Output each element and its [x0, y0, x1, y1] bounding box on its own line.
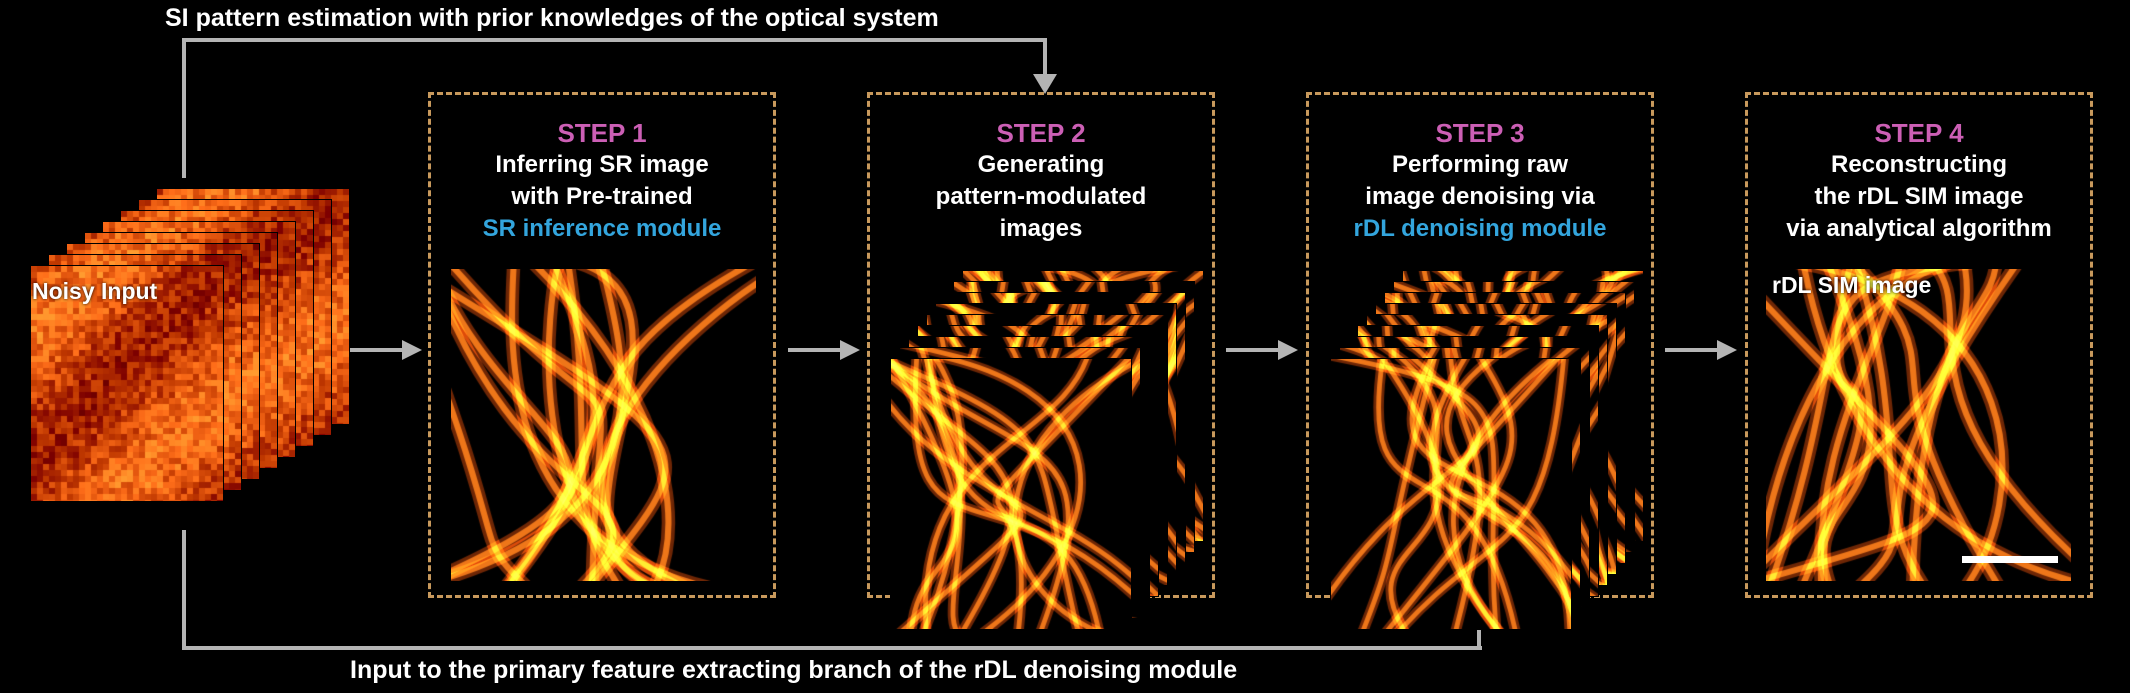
step-4-line: the rDL SIM image [1814, 183, 2024, 210]
bottom-caption: Input to the primary feature extracting … [350, 656, 1238, 684]
step-2-line: pattern-modulated [935, 183, 1147, 210]
sr-image [450, 268, 757, 582]
bottom-connector-up [1477, 622, 1481, 650]
step-3-line: image denoising via [1365, 183, 1595, 210]
rdl-sim-image [1765, 268, 2072, 582]
arrow-right-icon [788, 340, 860, 360]
step-2-title: STEP 2 [996, 118, 1086, 148]
pattern-modulated-image [890, 358, 1132, 630]
top-caption: SI pattern estimation with prior knowled… [165, 4, 939, 32]
step-1-box: STEP 1 Inferring SR image with Pre-train… [428, 92, 776, 598]
step-4-line: Reconstructing [1830, 151, 2007, 178]
step-1-line: Inferring SR image [495, 151, 709, 178]
step-2-line: Generating [977, 151, 1105, 178]
top-connector-horizontal [182, 38, 1047, 42]
top-connector-down [1043, 38, 1047, 78]
arrow-right-icon [350, 340, 422, 360]
step-3-line: Performing raw [1391, 151, 1569, 178]
arrow-down-icon [1033, 74, 1057, 94]
step-4-title: STEP 4 [1874, 118, 1964, 148]
step-4-line: via analytical algorithm [1786, 215, 2052, 242]
step-1-module: SR inference module [482, 215, 722, 242]
step-2-line: images [999, 215, 1083, 242]
step-1-line: with Pre-trained [511, 183, 693, 210]
bottom-connector-horizontal [182, 646, 1482, 650]
step-3-title: STEP 3 [1435, 118, 1525, 148]
arrow-right-icon [1226, 340, 1298, 360]
top-connector-left [182, 38, 186, 178]
arrow-right-icon [1665, 340, 1737, 360]
step-1-title: STEP 1 [557, 118, 647, 148]
step-3-module: rDL denoising module [1353, 215, 1607, 242]
scale-bar [1962, 556, 2058, 563]
step-4-box: STEP 4 Reconstructing the rDL SIM image … [1745, 92, 2093, 598]
noisy-input-label: Noisy Input [32, 278, 158, 304]
output-image-label: rDL SIM image [1772, 272, 1932, 298]
denoised-raw-image [1330, 358, 1572, 630]
bottom-connector-left [182, 530, 186, 650]
noisy-input-frame [30, 265, 224, 502]
step-3-box: STEP 3 Performing raw image denoising vi… [1306, 92, 1654, 598]
